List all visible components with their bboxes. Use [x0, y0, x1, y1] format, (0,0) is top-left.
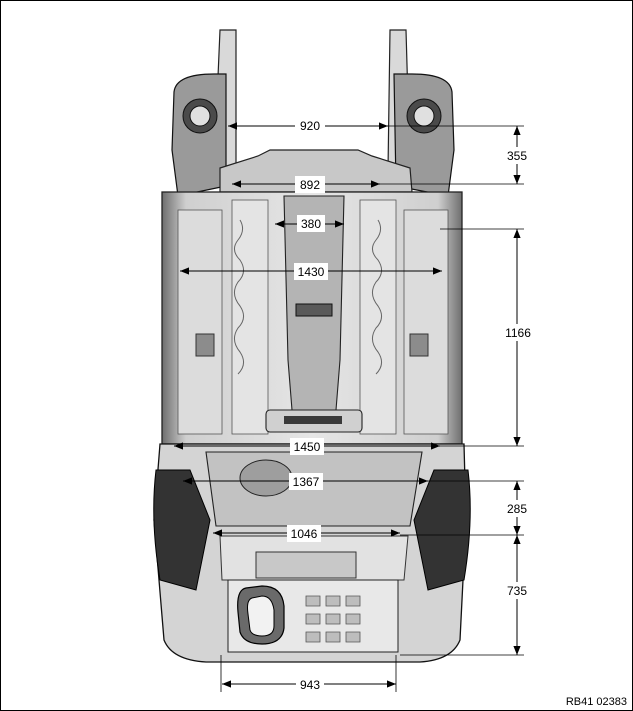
floor-right-channel — [403, 209, 449, 435]
dim-1430-label: 1430 — [298, 265, 325, 279]
tunnel-brace — [295, 303, 333, 317]
front-right-strut-tower — [393, 73, 455, 197]
rear-floor-pattern — [305, 595, 361, 643]
reference-code: RB41 02383 — [565, 696, 627, 708]
floor-left-inner-channel — [231, 199, 269, 435]
crossbar-slot — [284, 416, 342, 424]
front-right-mount-inner — [413, 105, 435, 127]
dim-1046-label: 1046 — [291, 527, 318, 541]
vehicle-underbody — [153, 29, 471, 663]
dim-892-label: 892 — [300, 178, 320, 192]
dim-380-label: 380 — [301, 217, 321, 231]
dim-285-label: 285 — [507, 502, 527, 516]
dim-355-label: 355 — [507, 149, 527, 163]
dim-735-label: 735 — [507, 584, 527, 598]
dim-943-label: 943 — [300, 678, 320, 692]
extension-lines — [220, 125, 524, 692]
front-left-mount-inner — [189, 105, 211, 127]
floor-detail-right — [372, 219, 382, 375]
dim-1166-label: 1166 — [505, 326, 531, 340]
dimension-labels: 920 355 892 380 1430 1166 1450 1367 285 … — [287, 117, 535, 693]
dim-920-label: 920 — [300, 119, 320, 133]
floor-left-channel — [177, 209, 223, 435]
floor-pad-left — [195, 333, 215, 357]
rear-center-plate — [255, 551, 357, 579]
rear-right-wheel-arch — [413, 469, 471, 591]
floor-right-inner-channel — [359, 199, 397, 435]
floor-pad-right — [409, 333, 429, 357]
rear-left-wheel-arch — [153, 469, 211, 591]
rear-left-opening-inner — [247, 595, 275, 637]
dim-1367-label: 1367 — [293, 475, 320, 489]
spare-wheel-recess — [239, 459, 293, 497]
floor-detail-left — [234, 219, 244, 375]
front-left-strut-tower — [171, 73, 227, 197]
dim-1450-label: 1450 — [294, 440, 321, 454]
